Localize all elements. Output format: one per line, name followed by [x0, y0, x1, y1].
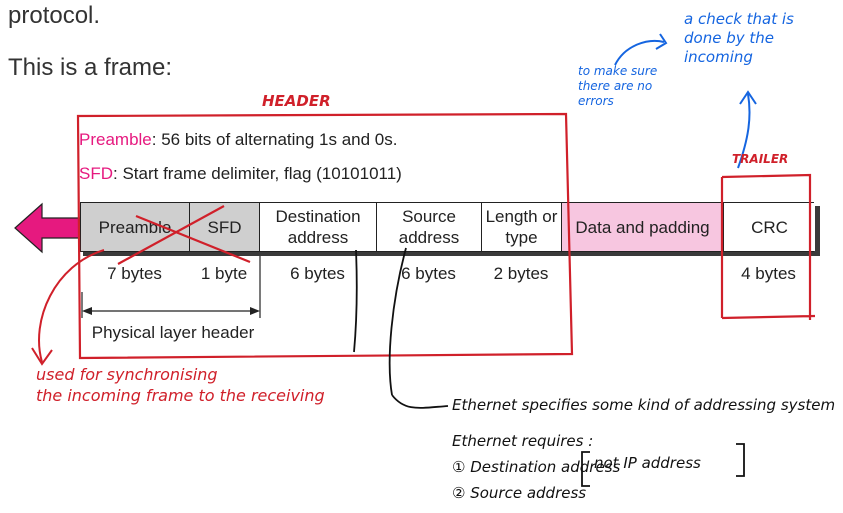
sync-note-line2: the incoming frame to the receiving	[36, 386, 325, 405]
blue-curve-arrowhead	[655, 33, 668, 50]
field-data-and-padding: Data and padding	[562, 203, 724, 251]
sync-arrowhead	[31, 347, 53, 366]
legend-preamble-text: : 56 bits of alternating 1s and 0s.	[151, 130, 398, 149]
size-sfd: 1 byte	[200, 264, 248, 283]
size-destination: 6 bytes	[290, 264, 345, 283]
ethernet-pointer-stroke	[391, 394, 449, 409]
size-source: 6 bytes	[401, 264, 456, 283]
legend-preamble: Preamble: 56 bits of alternating 1s and …	[79, 130, 397, 150]
phys-bracket-right-arrowhead	[250, 307, 260, 315]
size-crc: 4 bytes	[741, 264, 796, 283]
ethernet-note-line2: Ethernet requires :	[452, 432, 594, 450]
blue-up-arrowhead	[739, 90, 757, 105]
size-length: 2 bytes	[493, 264, 549, 283]
field-destination-address: Destination address	[260, 203, 377, 251]
dest-address-stroke	[353, 249, 358, 353]
intro-line-protocol: protocol.	[8, 2, 101, 29]
field-length-or-type: Length or type	[482, 203, 562, 251]
cross-stroke-2	[135, 214, 251, 264]
source-address-stroke	[388, 247, 407, 396]
ethernet-note-line4: ② Source address	[452, 484, 587, 502]
physical-layer-header-label: Physical layer header	[91, 323, 255, 342]
errors-note: to make sure there are no errors	[578, 64, 658, 108]
trailer-box	[720, 173, 816, 320]
not-ip-bracket-right	[736, 443, 745, 477]
blue-curve-arrow	[614, 40, 665, 66]
field-crc: CRC	[724, 203, 815, 251]
header-box	[76, 112, 574, 360]
not-ip-bracket-left	[581, 451, 590, 487]
trailer-label: TRAILER	[732, 152, 789, 166]
check-note: a check that is done by the incoming	[684, 10, 794, 66]
field-sfd: SFD	[190, 203, 260, 251]
legend-sfd: SFD: Start frame delimiter, flag (101010…	[79, 164, 402, 184]
blue-up-arrow	[737, 93, 751, 169]
size-preamble: 7 bytes	[107, 264, 162, 283]
intro-line-frame: This is a frame:	[8, 54, 173, 81]
sync-curve	[38, 249, 105, 363]
phys-bracket-left-arrowhead	[82, 307, 92, 315]
sync-note-line1: used for synchronising	[36, 365, 218, 384]
pink-direction-arrow	[14, 202, 81, 254]
ethernet-note-line3: ① Destination address	[452, 458, 621, 476]
legend-sfd-key: SFD	[79, 164, 113, 183]
legend-preamble-key: Preamble	[79, 130, 152, 149]
not-ip-note: not IP address	[594, 454, 701, 472]
ethernet-note-line1: Ethernet specifies some kind of addressi…	[452, 396, 836, 414]
legend-sfd-text: : Start frame delimiter, flag (10101011)	[113, 164, 402, 183]
field-source-address: Source address	[377, 203, 482, 251]
cross-stroke-1	[117, 205, 225, 265]
header-label: HEADER	[262, 92, 331, 110]
